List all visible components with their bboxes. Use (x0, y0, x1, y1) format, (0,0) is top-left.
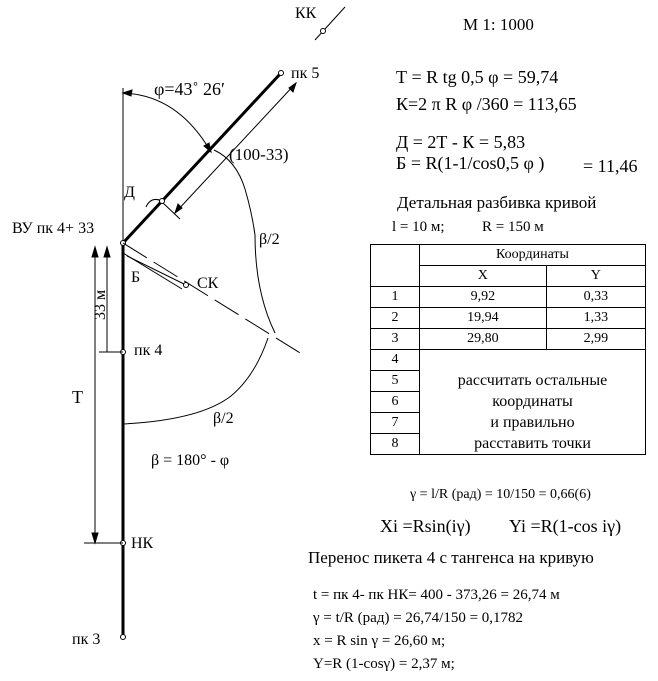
beta-half-curve-upper (213, 149, 276, 334)
b-segment-2 (122, 252, 183, 290)
table-corner (370, 244, 420, 287)
beta-formula-label: β = 180° - φ (151, 452, 230, 469)
formula-b-value: = 11,46 (583, 156, 638, 176)
dim-100-33-tick (162, 202, 181, 220)
table-row: 2 19,94 1,33 (370, 307, 647, 329)
yi-formula: Yi =R(1-cos iγ) (509, 516, 622, 536)
detail-title: Детальная разбивка кривой (397, 193, 597, 212)
note-line-3: и правильно (419, 412, 646, 434)
phi-angle-label: φ=43˚ 26′ (154, 79, 225, 99)
phi-arc (122, 92, 212, 153)
xi-formula: Xi =Rsin(iγ) (380, 516, 471, 536)
calc-line-4: Y=R (1-cosγ) = 2,37 м; (313, 656, 455, 672)
table-row: 7 и правильно (370, 412, 646, 434)
table-row: 1 9,92 0,33 (370, 286, 647, 308)
detail-param-r: R = 150 м (482, 219, 544, 235)
detail-param-l: l = 10 м; (392, 219, 445, 235)
pk4-label: пк 4 (134, 342, 163, 359)
gamma-formula: γ = l/R (рад) = 10/150 = 0,66(6) (410, 487, 591, 502)
sk-point (183, 282, 189, 288)
beta-half-label-2: β/2 (213, 410, 234, 427)
note-line-4: расставить точки (419, 433, 646, 455)
calc-line-2: γ = t/R (рад) = 26,74/150 = 0,1782 (313, 610, 524, 626)
kk-label: КК (295, 5, 317, 22)
beta-half-label-1: β/2 (259, 231, 280, 248)
dim-t-arrow-bottom (91, 532, 99, 545)
table-row: 5 рассчитать остальные (370, 370, 646, 392)
b-segment (126, 255, 187, 286)
kk-point (320, 28, 326, 34)
dim-33-arrow (103, 245, 111, 258)
pk3-label: пк 3 (72, 631, 101, 648)
calc-line-1: t = пк 4- пк НК= 400 - 373,26 = 26,74 м (313, 587, 560, 603)
formula-k: К=2 π R φ /360 = 113,65 (396, 94, 577, 114)
table-row: 8 расставить точки (370, 433, 646, 455)
table-row: 3 29,80 2,99 (370, 328, 647, 350)
d-label: Д (124, 184, 135, 201)
kk-tangent-line (314, 6, 346, 41)
col-x-header: X (419, 265, 547, 287)
beta-half-curve-lower (122, 337, 269, 425)
bisector (122, 242, 306, 357)
table-row: 6 координаты (370, 391, 646, 413)
d-point (159, 198, 165, 204)
note-line-1: рассчитать остальные (419, 370, 646, 392)
nk-label: НК (131, 535, 154, 552)
second-tangent (121, 71, 283, 245)
dim-arrow-high (288, 81, 297, 93)
sk-label: СК (197, 275, 219, 292)
dim-100-33-line (174, 82, 297, 214)
dim-arrow-low (174, 203, 183, 215)
pk5-label: пк 5 (291, 65, 320, 82)
col-y-header: Y (545, 265, 647, 287)
calc-line-3: x = R sin γ = 26,60 м; (313, 633, 446, 649)
t-label: Т (72, 387, 83, 407)
dim-33-label: 33 м (92, 289, 109, 320)
scale-label: М 1: 1000 (463, 15, 534, 34)
formula-d: Д = 2Т - К = 5,83 (396, 132, 526, 152)
phi-arrow-right (203, 142, 212, 154)
dim-t-arrow-top (91, 245, 99, 258)
coordinates-table: Координаты X Y 1 9,92 0,33 2 19,94 1,33 … (370, 244, 647, 455)
phi-arrow-left (121, 89, 133, 97)
formula-t: Т = R tg 0,5 φ = 59,74 (396, 67, 559, 87)
table-header: Координаты (419, 244, 646, 266)
formula-b: Б = R(1-1/cos0,5 φ ) (396, 153, 545, 173)
vu-label: ВУ пк 4+ 33 (12, 220, 95, 237)
b-label: Б (131, 269, 141, 286)
transfer-title: Перенос пикета 4 с тангенса на кривую (308, 548, 594, 567)
table-row: 4 (370, 349, 646, 371)
dim-100-33-label: (100-33) (229, 145, 289, 164)
note-line-2: координаты (419, 391, 646, 413)
pk5-point (278, 70, 284, 76)
pk3-point (120, 634, 126, 640)
